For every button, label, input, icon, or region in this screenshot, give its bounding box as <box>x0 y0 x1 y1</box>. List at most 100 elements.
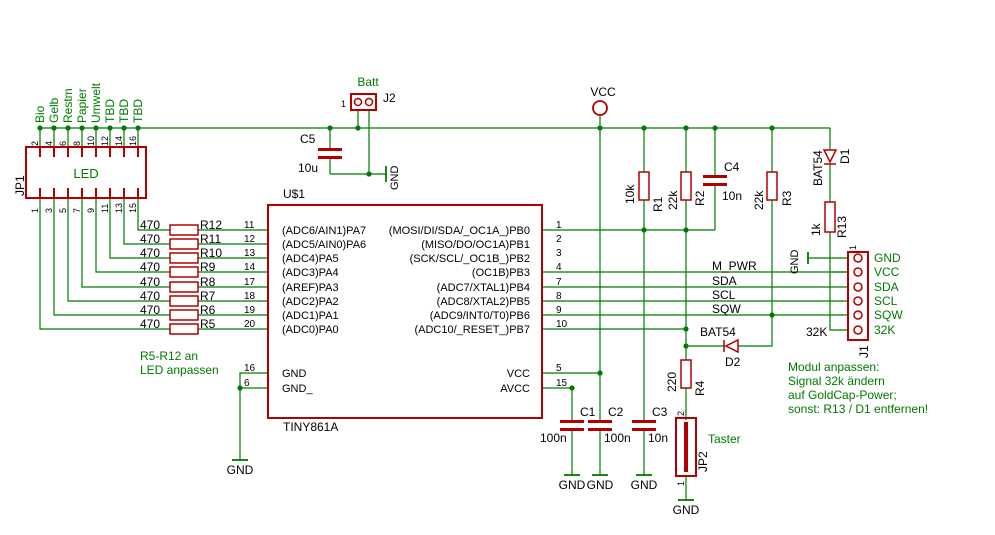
led-wire <box>109 198 170 259</box>
chip-name: U$1 <box>283 187 305 201</box>
chip-pin-label: GND_ <box>282 383 313 395</box>
junction-dot <box>683 343 689 349</box>
c3-name: C3 <box>652 405 668 419</box>
header-pin-number: 16 <box>128 136 138 146</box>
resistor-value: 470 <box>140 260 160 274</box>
junction-dot <box>597 370 603 376</box>
resistor-r6 <box>169 309 199 321</box>
chip-pin-label: (MISO/DO/OC1A)PB1 <box>421 239 530 251</box>
c3-value: 10n <box>648 431 668 445</box>
module-note: Modul anpassen: <box>788 360 879 374</box>
r3-wire-down <box>738 200 773 347</box>
header-pin-number: 15 <box>128 203 138 213</box>
r3-name: R3 <box>780 190 794 206</box>
led-header-label: LED <box>73 166 98 181</box>
gnd-label: GND <box>389 166 401 191</box>
chip-pin-number: 3 <box>556 248 562 259</box>
r4-name: R4 <box>693 380 707 396</box>
chip-pin-number: 19 <box>244 305 256 316</box>
junction-dot <box>683 326 689 332</box>
led-signal-label: TBD <box>131 99 145 123</box>
r2-value: 22k <box>666 190 680 210</box>
chip-pin-label: (ADC7/XTAL1)PB4 <box>437 282 530 294</box>
resistor-r12 <box>169 224 199 236</box>
capacitor-c5-plate <box>318 156 342 159</box>
resistor-r11 <box>169 238 199 250</box>
j2-name: J2 <box>383 91 396 105</box>
chip-pin-number: 9 <box>556 305 562 316</box>
parts <box>25 93 869 477</box>
resistor-value: 470 <box>140 289 160 303</box>
chip-pin-label: (AREF)PA3 <box>282 282 339 294</box>
capacitor-c3 <box>632 420 656 423</box>
resistor-value: 470 <box>140 232 160 246</box>
header-pin-number: 9 <box>86 208 96 213</box>
header-pin-number: 3 <box>44 208 54 213</box>
c2-value: 100n <box>604 431 631 445</box>
led-signal-label: Papier <box>75 88 89 123</box>
chip-gnd-wire <box>239 372 268 460</box>
r13-to-32k-wire <box>829 232 848 331</box>
chip-pin-number: 14 <box>244 262 256 273</box>
gnd-label: GND <box>631 478 658 492</box>
chip-pin-label: (OC1B)PB3 <box>472 267 530 279</box>
net-label-sda: SDA <box>712 274 737 288</box>
batt-label: Batt <box>357 75 379 89</box>
chip-pin-label: (ADC10/_RESET_)PB7 <box>414 324 530 336</box>
junctions <box>37 125 775 391</box>
d2-value: BAT54 <box>700 325 736 339</box>
r13-value: 1k <box>809 222 823 236</box>
header-pin-number: 8 <box>72 141 82 146</box>
connector-j1 <box>847 251 869 341</box>
junction-dot <box>37 125 43 131</box>
junction-dot <box>237 385 243 391</box>
resistor-name: R12 <box>200 218 222 232</box>
junction-dot <box>51 125 57 131</box>
j1-pin <box>853 267 863 277</box>
junction-dot <box>93 125 99 131</box>
junction-dot <box>107 125 113 131</box>
led-wire <box>39 198 170 330</box>
resistor-r4 <box>680 359 692 389</box>
c4-name: C4 <box>724 160 740 174</box>
junction-dot <box>121 125 127 131</box>
junction-dot <box>597 125 603 131</box>
chip-pin-number: 2 <box>556 234 562 245</box>
header-pin-number: 13 <box>114 203 124 213</box>
chip-pin-label: AVCC <box>500 383 530 395</box>
chip-pin-number: 4 <box>556 262 562 273</box>
chip-pin-number: 15 <box>556 378 568 389</box>
capacitor-c4-plate <box>703 183 727 186</box>
capacitor-c4 <box>703 175 727 178</box>
resistor-r13 <box>824 201 836 233</box>
resistor-name: R6 <box>200 303 216 317</box>
chip-pin-label: (ADC5/AIN0)PA6 <box>282 239 366 251</box>
led-signal-label: TBD <box>117 99 131 123</box>
batt-gnd-wire <box>330 110 370 175</box>
chip-pin-label: (SCK/SCL/_OC1B_)PB2 <box>410 253 530 265</box>
vcc-symbol <box>592 100 608 116</box>
resistor-r2 <box>680 171 692 201</box>
chip-pin-label: (ADC3)PA4 <box>282 267 339 279</box>
junction-dot <box>355 125 361 131</box>
resistor-r9 <box>169 266 199 278</box>
capacitor-c5 <box>318 148 342 151</box>
chip-pin-label: GND <box>282 368 307 380</box>
chip-pin-number: 5 <box>556 363 562 374</box>
j2-pin-number: 1 <box>341 99 346 109</box>
header-pin-number: 11 <box>100 204 110 213</box>
j1-pin-label: SCL <box>874 294 898 308</box>
net-label-m-pwr: M_PWR <box>712 259 757 273</box>
resistor-value: 470 <box>140 275 160 289</box>
led-wire <box>67 198 170 302</box>
header-pin-number: 7 <box>72 208 82 213</box>
chip-tiny861a <box>267 204 543 419</box>
j1-pin-label: GND <box>874 251 901 265</box>
junction-dot <box>569 385 575 391</box>
junction-dot <box>683 125 689 131</box>
chip-pin-number: 12 <box>244 234 256 245</box>
resistor-name: R11 <box>200 232 221 246</box>
module-note: Signal 32k ändern <box>788 374 885 388</box>
j1-pin <box>853 296 863 306</box>
